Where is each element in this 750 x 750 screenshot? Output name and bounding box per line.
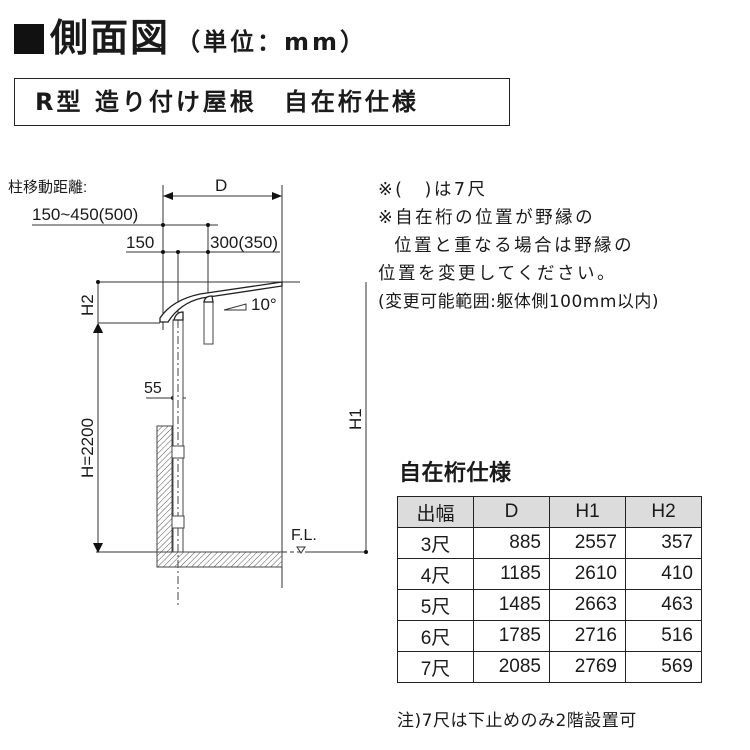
dim-d-label: D	[215, 176, 227, 195]
unit-label: （単位：mm）	[176, 28, 368, 56]
spec-title: 自在桁仕様	[399, 461, 512, 486]
header-d: D	[473, 496, 550, 528]
cell: 357	[625, 527, 702, 559]
dim-h2-label: H2	[78, 294, 97, 316]
cell: 7尺	[397, 651, 474, 683]
table-row: 4尺 1185 2610 410	[397, 558, 702, 590]
dim-h1-label: H1	[346, 408, 365, 430]
note-line-4: 位置を変更してください。	[378, 264, 617, 284]
table-row: 5尺 1485 2663 463	[397, 589, 702, 621]
table-header-row: 出幅 D H1 H2	[397, 496, 702, 528]
cell: 2716	[549, 620, 626, 652]
dim-150-label: 150	[126, 233, 154, 252]
cell: 2610	[549, 558, 626, 590]
notes: ※( )は7尺 ※自在桁の位置が野縁の 位置と重なる場合は野縁の位置を変更してくだ…	[378, 176, 659, 316]
page-title: 側面図 （単位：mm）	[14, 12, 367, 64]
note-line-5: (変更可能範囲:躯体側100mm以内)	[378, 292, 660, 312]
header-h2: H2	[625, 496, 702, 528]
header-width: 出幅	[397, 496, 474, 528]
angle-label: 10°	[251, 295, 277, 314]
cell: 2557	[549, 527, 626, 559]
note-line-3: 位置と重なる場合は野縁の	[378, 236, 635, 256]
cell: 2769	[549, 651, 626, 683]
post-move-label: 柱移動距離:	[8, 178, 87, 196]
cell: 6尺	[397, 620, 474, 652]
table-row: 7尺 2085 2769 569	[397, 651, 702, 683]
subtitle-box: R型 造り付け屋根 自在桁仕様	[14, 78, 510, 126]
spec-table: 出幅 D H1 H2 3尺 885 2557 357 4尺 1185 2610 …	[397, 496, 702, 683]
square-bullet-icon	[14, 24, 44, 54]
cell: 1785	[473, 620, 550, 652]
cell: 5尺	[397, 589, 474, 621]
cell: 410	[625, 558, 702, 590]
floor-level-label: F.L.	[291, 527, 317, 544]
cell: 885	[473, 527, 550, 559]
dim-55-label: 55	[144, 380, 162, 397]
cell: 463	[625, 589, 702, 621]
note-line-2: ※自在桁の位置が野縁の	[378, 208, 596, 228]
cell: 3尺	[397, 527, 474, 559]
header-h1: H1	[549, 496, 626, 528]
cell: 516	[625, 620, 702, 652]
cell: 1185	[473, 558, 550, 590]
table-row: 3尺 885 2557 357	[397, 527, 702, 559]
footnote: 注)7尺は下止めのみ2階設置可	[397, 711, 637, 731]
cell: 4尺	[397, 558, 474, 590]
cell: 2663	[549, 589, 626, 621]
dim-300-label: 300(350)	[210, 233, 278, 252]
title-text: 側面図	[50, 16, 171, 60]
dim-h-label: H=2200	[78, 418, 97, 478]
note-line-1: ※( )は7尺	[378, 180, 488, 200]
post-move-range: 150~450(500)	[32, 205, 138, 224]
cell: 1485	[473, 589, 550, 621]
cell: 2085	[473, 651, 550, 683]
cell: 569	[625, 651, 702, 683]
table-row: 6尺 1785 2716 516	[397, 620, 702, 652]
